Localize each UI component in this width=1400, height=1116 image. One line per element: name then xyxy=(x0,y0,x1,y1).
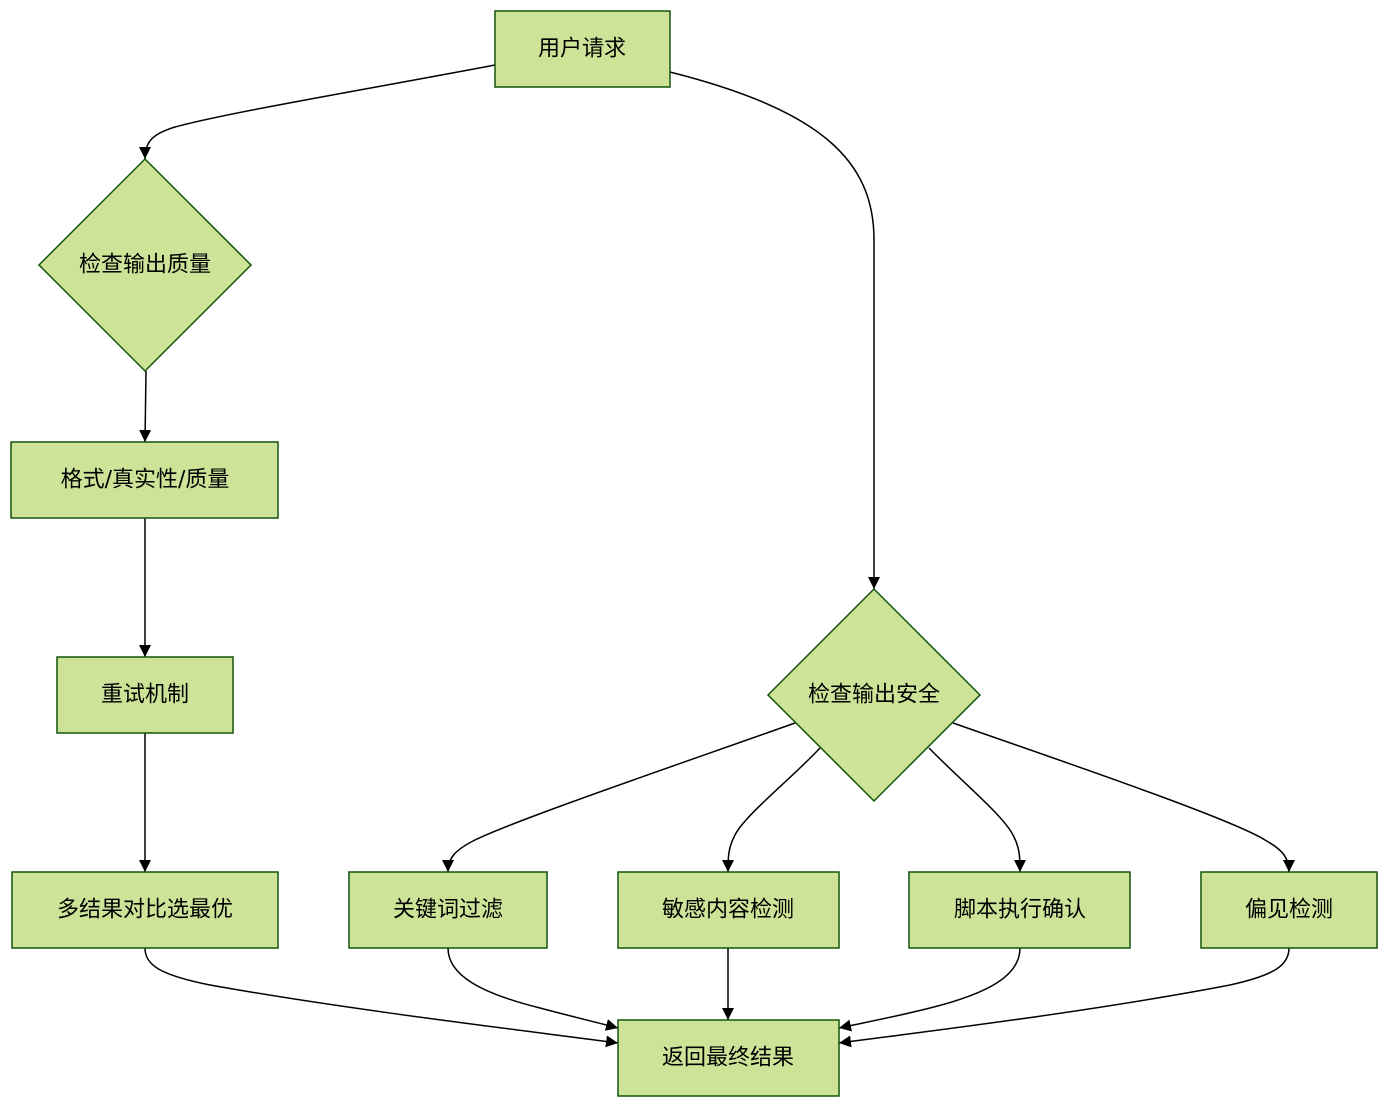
node-compare-best-box xyxy=(11,871,279,949)
edge-check-safety-to-script-confirm xyxy=(928,747,1026,873)
decision-check-quality-diamond xyxy=(37,157,253,373)
node-return-result-label: 返回最终结果 xyxy=(662,1046,794,1071)
node-format-quality-label: 格式/真实性/质量 xyxy=(61,468,230,493)
node-format-quality: 格式/真实性/质量 xyxy=(10,441,279,519)
decision-check-safety-label: 检查输出安全 xyxy=(808,683,940,708)
node-bias-detect: 偏见检测 xyxy=(1200,871,1378,949)
node-script-confirm: 脚本执行确认 xyxy=(908,871,1131,949)
edge-check-safety-to-bias-detect xyxy=(952,722,1295,873)
node-retry: 重试机制 xyxy=(56,656,234,734)
node-compare-best-label: 多结果对比选最优 xyxy=(57,898,233,923)
node-script-confirm-box xyxy=(908,871,1131,949)
node-sensitive-detect: 敏感内容检测 xyxy=(617,871,840,949)
edge-check-safety-to-keyword-filter xyxy=(442,722,796,873)
decision-check-safety-diamond xyxy=(766,587,982,803)
node-keyword-filter: 关键词过滤 xyxy=(348,871,548,949)
node-keyword-filter-label: 关键词过滤 xyxy=(393,898,503,923)
edges xyxy=(139,64,1295,1048)
node-bias-detect-box xyxy=(1200,871,1378,949)
node-bias-detect-label: 偏见检测 xyxy=(1245,898,1333,923)
node-format-quality-box xyxy=(10,441,279,519)
decision-check-quality: 检查输出质量 xyxy=(37,157,253,373)
edge-bias-detect-to-return-result xyxy=(838,947,1290,1048)
edge-user-request-to-check-quality xyxy=(139,64,496,160)
node-script-confirm-label: 脚本执行确认 xyxy=(954,898,1086,923)
edge-keyword-filter-to-return-result xyxy=(447,947,619,1031)
node-sensitive-detect-box xyxy=(617,871,840,949)
node-keyword-filter-box xyxy=(348,871,548,949)
edge-compare-best-to-return-result xyxy=(144,947,619,1048)
node-retry-box xyxy=(56,656,234,734)
node-return-result: 返回最终结果 xyxy=(617,1019,840,1097)
edge-user-request-to-check-safety xyxy=(669,71,880,589)
edge-check-quality-to-format-quality xyxy=(139,370,152,443)
edge-check-safety-to-sensitive-detect xyxy=(722,747,821,873)
node-sensitive-detect-label: 敏感内容检测 xyxy=(662,898,794,923)
node-retry-label: 重试机制 xyxy=(101,683,189,708)
node-user-request-label: 用户请求 xyxy=(538,37,626,62)
node-return-result-box xyxy=(617,1019,840,1097)
node-compare-best: 多结果对比选最优 xyxy=(11,871,279,949)
edge-script-confirm-to-return-result xyxy=(838,947,1021,1032)
decision-check-safety: 检查输出安全 xyxy=(766,587,982,803)
node-user-request: 用户请求 xyxy=(494,10,671,88)
node-user-request-box xyxy=(494,10,671,88)
decision-check-quality-label: 检查输出质量 xyxy=(79,253,211,278)
